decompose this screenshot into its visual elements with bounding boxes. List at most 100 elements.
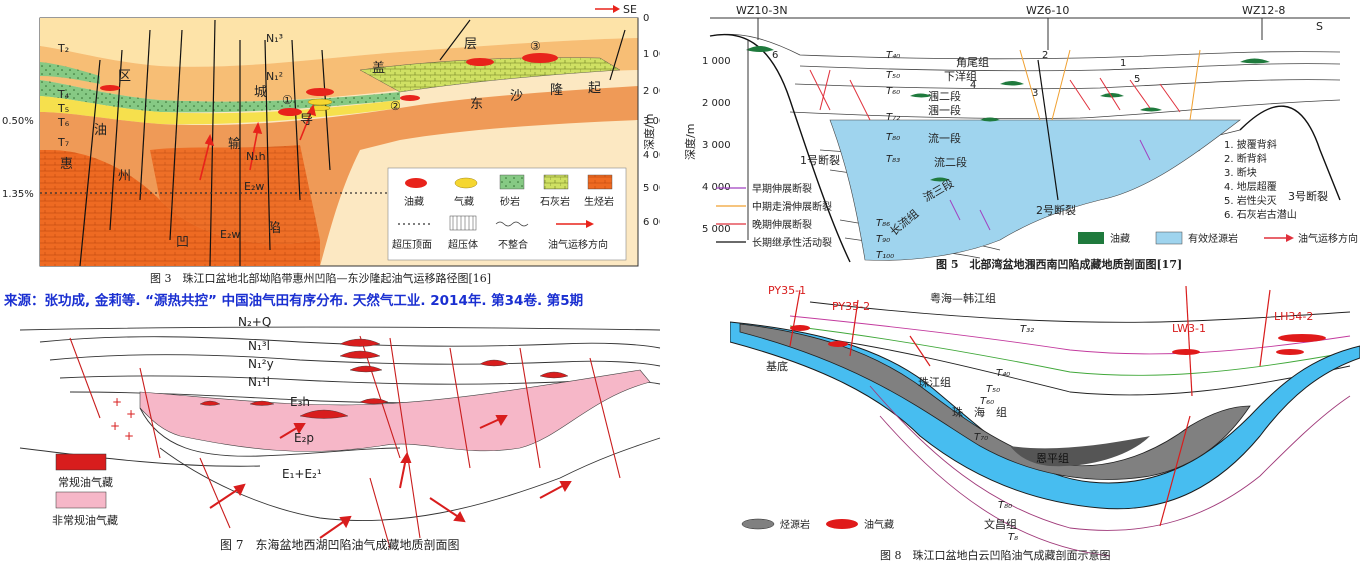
- svg-text:E₂p: E₂p: [294, 431, 314, 445]
- svg-text:T₂: T₂: [57, 42, 69, 55]
- svg-text:T₇: T₇: [57, 136, 69, 149]
- svg-text:非常规油气藏: 非常规油气藏: [52, 513, 118, 527]
- svg-text:T₆₀: T₆₀: [886, 86, 900, 97]
- svg-text:SE: SE: [623, 3, 637, 16]
- legend-lime-swatch: [543, 174, 569, 190]
- svg-text:T₁₀₀: T₁₀₀: [876, 250, 894, 261]
- fig5-wells: WZ10-3N WZ6-10 WZ12-8 S: [736, 4, 1323, 50]
- fig3-depth-axis: 0 1 000 2 000 3 000 4 000 5 000 6 000 深度…: [637, 13, 672, 266]
- fig3-legend: 油藏 气藏 砂岩 石灰岩 生烃岩 超压顶面 超压体 不整合 油气运移方向: [387, 167, 627, 261]
- svg-text:2: 2: [1042, 50, 1048, 61]
- fig3-depth-tick: 1 000: [643, 49, 660, 60]
- svg-text:深度/m: 深度/m: [683, 124, 697, 160]
- svg-text:晚期伸展断裂: 晚期伸展断裂: [752, 218, 812, 231]
- svg-text:N₁²: N₁²: [266, 70, 283, 83]
- svg-text:3: 3: [1032, 88, 1038, 99]
- svg-text:2. 断背斜: 2. 断背斜: [1224, 152, 1267, 165]
- fig8-legend: 烃源岩 油气藏: [741, 518, 894, 531]
- fig5-trap-numbers: 1 2 3 4 5 6: [772, 50, 1140, 99]
- svg-text:T₄₀: T₄₀: [886, 50, 900, 61]
- fig5-trap-types: 1. 披覆背斜 2. 断背斜 3. 断块 4. 地层超覆 5. 岩性尖灭 6. …: [1224, 138, 1297, 221]
- svg-text:石灰岩: 石灰岩: [540, 195, 570, 208]
- svg-text:T₄₀: T₄₀: [996, 368, 1010, 379]
- fig3-depth-tick: 6 000: [643, 217, 660, 228]
- source-citation: 来源：张功成, 金莉等. “源热共控” 中国油气田有序分布. 天然气工业. 20…: [4, 293, 584, 309]
- svg-text:5 000: 5 000: [702, 224, 731, 235]
- svg-text:4: 4: [970, 80, 976, 91]
- svg-text:1. 披覆背斜: 1. 披覆背斜: [1224, 138, 1277, 151]
- fig3-depth-tick: 2 000: [643, 86, 660, 97]
- fig8-reservoirs: [790, 325, 1326, 355]
- figure-7: ++++ N₂+Q N₁³l N₁²y N₁¹l E₃h E₂p E₁+E₂¹ …: [0, 308, 680, 565]
- figure-8-svg: PY35-1 PY35-2 LW3-1 LH34-2 粤海—韩江组 珠江组 珠 …: [729, 284, 1360, 557]
- fig7-legend: 常规油气藏 非常规油气藏: [52, 453, 118, 527]
- svg-text:长期继承性活动裂: 长期继承性活动裂: [752, 236, 832, 249]
- svg-text:超压顶面: 超压顶面: [392, 238, 432, 251]
- fig7-layer-labels: N₂+Q N₁³l N₁²y N₁¹l E₃h E₂p E₁+E₂¹: [238, 315, 322, 481]
- svg-text:N₁¹l: N₁¹l: [248, 375, 270, 389]
- svg-text:T₅: T₅: [57, 102, 69, 115]
- fig7-caption: 图 7 东海盆地西湖凹陷油气成藏地质剖面图: [220, 538, 460, 552]
- svg-text:角尾组: 角尾组: [956, 55, 989, 69]
- svg-text:油气藏: 油气藏: [864, 518, 894, 531]
- fig3-ro-050: 0.50%: [2, 116, 34, 127]
- svg-text:N₁³: N₁³: [266, 32, 283, 45]
- svg-text:T₉₀: T₉₀: [876, 234, 890, 245]
- svg-text:T₈₆: T₈₆: [876, 218, 890, 229]
- legend-gas-swatch: [454, 177, 478, 189]
- svg-text:州: 州: [118, 169, 131, 184]
- fig3-layer-labels: N₁³ N₁² N₁h E₂w E₂w T₂ T₄ T₅ T₆ T₇ ① ② ③: [57, 32, 541, 241]
- fig3-oil-reservoirs: [100, 53, 558, 116]
- svg-text:油气运移方向: 油气运移方向: [548, 238, 608, 251]
- svg-text:WZ12-8: WZ12-8: [1242, 4, 1285, 17]
- fig5-source-rock: [829, 119, 1241, 261]
- figure-3: 0 1 000 2 000 3 000 4 000 5 000 6 000 深度…: [0, 0, 672, 290]
- svg-text:+: +: [124, 429, 134, 443]
- svg-text:PY35-1: PY35-1: [768, 284, 806, 297]
- svg-text:2号断裂: 2号断裂: [1036, 203, 1076, 217]
- svg-text:有效烃源岩: 有效烃源岩: [1188, 232, 1238, 245]
- svg-text:城: 城: [254, 85, 267, 100]
- svg-text:盖: 盖: [372, 61, 385, 76]
- svg-text:WZ10-3N: WZ10-3N: [736, 4, 788, 17]
- svg-text:砂岩: 砂岩: [500, 195, 520, 208]
- svg-text:5. 岩性尖灭: 5. 岩性尖灭: [1224, 194, 1277, 207]
- svg-text:涠一段: 涠一段: [928, 103, 961, 117]
- svg-text:N₁²y: N₁²y: [248, 357, 274, 371]
- fig5-depth-axis: 1 000 2 000 3 000 4 000 5 000 深度/m: [683, 40, 749, 240]
- fig7-unconventional-band: [139, 369, 651, 452]
- svg-text:生烃岩: 生烃岩: [584, 195, 614, 208]
- svg-text:中期走滑伸展断裂: 中期走滑伸展断裂: [752, 200, 832, 213]
- svg-text:粤海—韩江组: 粤海—韩江组: [930, 291, 996, 305]
- svg-text:东: 东: [470, 97, 483, 112]
- svg-text:T₅₀: T₅₀: [986, 384, 1000, 395]
- svg-text:油气运移方向: 油气运移方向: [1298, 232, 1358, 245]
- svg-text:区: 区: [118, 69, 131, 84]
- fig5-faults: [809, 69, 1181, 121]
- fig3-region-words: 区 油 惠 州 凹 陷 盖 层 城 输 导 东 沙 隆 起: [60, 37, 601, 250]
- legend-source-swatch: [587, 174, 613, 190]
- svg-text:导: 导: [300, 113, 313, 128]
- fig3-gas-reservoirs: [307, 98, 333, 111]
- svg-text:流一段: 流一段: [928, 131, 961, 145]
- svg-text:T₇₀: T₇₀: [974, 432, 988, 443]
- svg-text:珠 海 组: 珠 海 组: [952, 405, 1007, 419]
- svg-text:层: 层: [464, 37, 477, 52]
- svg-text:不整合: 不整合: [498, 238, 528, 251]
- svg-text:E₂w: E₂w: [220, 228, 240, 241]
- svg-text:2 000: 2 000: [702, 98, 731, 109]
- fig8-horizon-labels: T₃₂ T₄₀ T₅₀ T₆₀ T₇₀ T₈₀ T₈: [974, 324, 1034, 543]
- svg-text:常规油气藏: 常规油气藏: [58, 475, 113, 489]
- svg-text:流二段: 流二段: [934, 155, 967, 169]
- svg-text:凹: 凹: [176, 235, 189, 250]
- svg-text:基底: 基底: [766, 359, 788, 373]
- fig3-direction: SE: [595, 3, 637, 16]
- svg-text:3. 断块: 3. 断块: [1224, 166, 1257, 179]
- fig3-depth-label: 深度/m: [642, 114, 656, 150]
- svg-text:油藏: 油藏: [404, 195, 424, 208]
- figure-3-svg: 0 1 000 2 000 3 000 4 000 5 000 6 000 深度…: [2, 3, 672, 267]
- svg-text:隆: 隆: [550, 83, 563, 98]
- fig5-oil-reservoirs: [746, 46, 1270, 182]
- fig7-conventional-reservoirs: [199, 338, 569, 419]
- svg-text:E₃h: E₃h: [290, 395, 310, 409]
